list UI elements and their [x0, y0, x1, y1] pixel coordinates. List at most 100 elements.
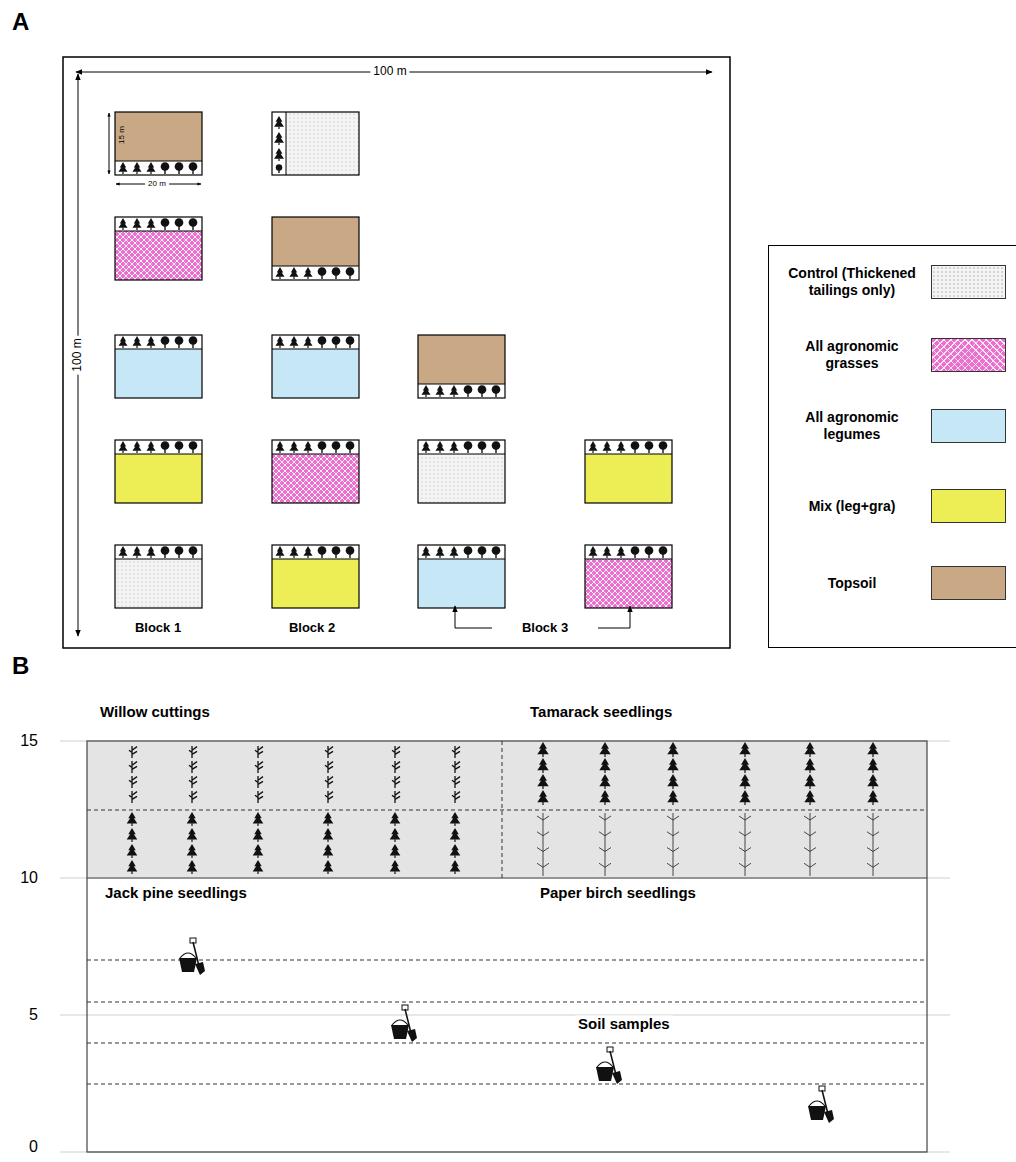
pine-icon — [303, 267, 312, 277]
trunk — [307, 556, 308, 558]
plot — [272, 440, 359, 503]
trunk — [542, 802, 543, 805]
plot — [272, 335, 359, 398]
pine-icon — [187, 844, 198, 855]
plot — [115, 335, 202, 398]
trunk — [278, 142, 279, 145]
trunk — [672, 802, 673, 805]
trunk — [327, 855, 328, 858]
broadleaf-icon — [161, 546, 170, 555]
trunk — [467, 554, 468, 558]
trunk — [192, 554, 193, 558]
hatch — [585, 545, 672, 608]
pine-icon — [118, 546, 127, 556]
sampling-transect — [87, 1043, 927, 1044]
pine-icon — [739, 758, 750, 770]
willow-icon — [129, 776, 137, 788]
legend-label: All agronomic grasses — [777, 338, 927, 372]
trunk — [335, 275, 336, 279]
pine-icon — [253, 812, 264, 823]
pine-icon — [390, 812, 401, 823]
pine-icon — [323, 812, 334, 823]
plot-outline — [418, 440, 505, 503]
pine-icon — [421, 546, 430, 556]
bracket — [455, 628, 492, 629]
pine-icon — [599, 774, 610, 786]
pine-icon — [275, 546, 284, 556]
broadleaf-icon — [492, 546, 501, 555]
trunk — [394, 871, 395, 874]
trunk — [542, 786, 543, 789]
trunk — [307, 346, 308, 348]
trunk — [191, 871, 192, 874]
trunk — [192, 449, 193, 453]
trunk — [425, 556, 426, 558]
willow-icon — [189, 746, 197, 758]
broadleaf-icon — [492, 385, 501, 394]
birch-icon — [867, 813, 879, 876]
willow-icon — [189, 776, 197, 788]
plot-outline — [418, 545, 505, 608]
broadleaf-icon — [161, 162, 170, 171]
broadleaf-icon — [346, 441, 355, 450]
pine-icon — [132, 218, 141, 228]
trunk — [293, 346, 294, 348]
broadleaf-icon — [276, 164, 282, 170]
trunk — [604, 754, 605, 757]
pine-icon — [421, 441, 430, 451]
pine-icon — [739, 774, 750, 786]
tree-strip — [115, 545, 202, 559]
soil-sample-icon — [808, 1086, 834, 1123]
pine-icon — [435, 441, 444, 451]
pine-icon — [450, 828, 461, 839]
broadleaf-icon — [318, 336, 327, 345]
sampling-transect — [87, 1002, 927, 1003]
axis-tick: 5 — [29, 1006, 38, 1024]
plot-fill — [115, 545, 202, 608]
trunk — [293, 277, 294, 279]
trunk — [872, 754, 873, 757]
pine-icon — [667, 790, 678, 802]
plot — [585, 440, 672, 503]
broadleaf-icon — [175, 336, 184, 345]
birch-icon — [667, 813, 679, 876]
broadleaf-icon — [645, 441, 654, 450]
pine-icon — [739, 790, 750, 802]
willow-icon — [325, 746, 333, 758]
pine-icon — [537, 790, 548, 802]
trunk — [744, 770, 745, 773]
pine-icon — [804, 774, 815, 786]
band-edge — [87, 878, 927, 879]
trunk — [150, 228, 151, 230]
pine-icon — [449, 546, 458, 556]
legend-swatch — [931, 489, 1006, 523]
trunk — [335, 554, 336, 558]
trunk — [279, 451, 280, 453]
text-label: Jack pine seedlings — [105, 884, 247, 901]
pine-icon — [537, 774, 548, 786]
plot — [418, 440, 505, 503]
text-label: Block 2 — [289, 621, 335, 636]
pine-icon — [303, 441, 312, 451]
pine-icon — [132, 441, 141, 451]
trunk — [178, 226, 179, 230]
broadleaf-icon — [478, 385, 487, 394]
trunk — [164, 226, 165, 230]
pine-icon — [274, 132, 284, 143]
trunk — [150, 172, 151, 174]
tree-strip — [272, 545, 359, 559]
panel-letter: A — [12, 8, 29, 36]
plot-fill — [272, 217, 359, 280]
pine-icon — [146, 441, 155, 451]
trunk — [321, 275, 322, 279]
strip-edge — [272, 454, 359, 455]
willow-icon — [452, 746, 460, 758]
trunk — [191, 823, 192, 826]
pine-icon — [450, 812, 461, 823]
pine-icon — [187, 828, 198, 839]
pine-icon — [588, 546, 597, 556]
trunk — [279, 277, 280, 279]
dots — [272, 112, 359, 175]
trunk — [620, 556, 621, 558]
pine-icon — [599, 790, 610, 802]
